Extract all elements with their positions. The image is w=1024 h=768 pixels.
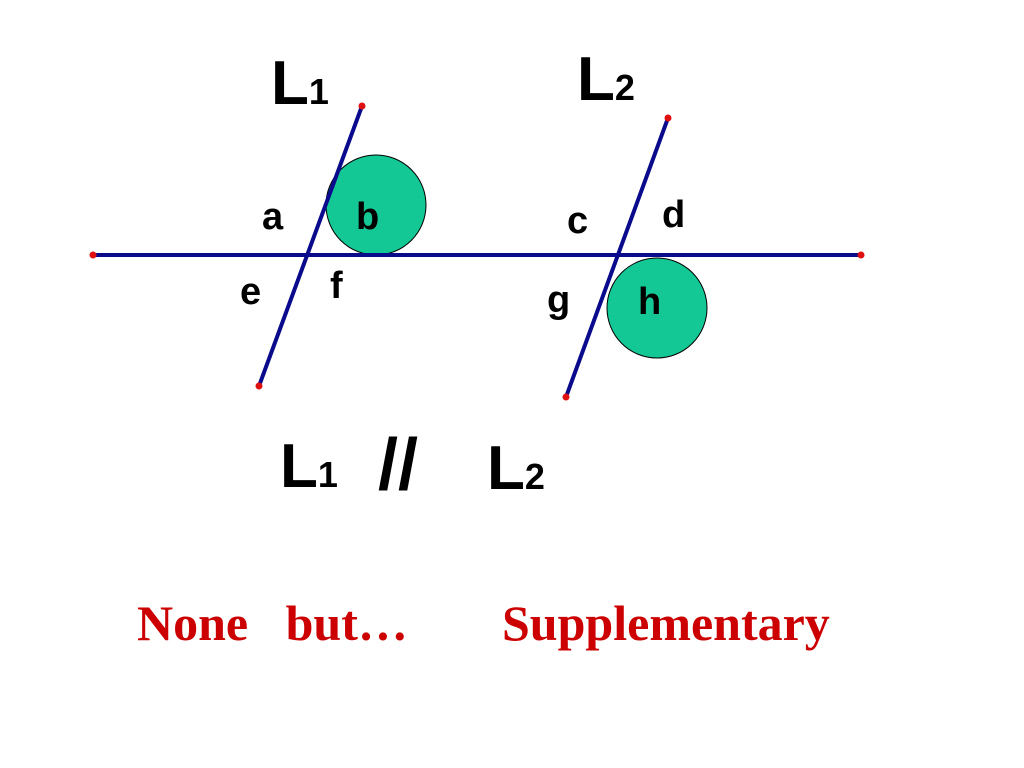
- statement-left-main: L: [280, 432, 318, 501]
- caption-right: Supplementary: [502, 595, 830, 651]
- label-l2-main: L: [577, 45, 615, 114]
- angle-label-g: g: [547, 279, 570, 321]
- endpoint-l1-top: [358, 102, 366, 110]
- caption-left: None but…: [137, 595, 408, 651]
- label-l1: L1: [271, 49, 329, 118]
- angle-h-highlight: [606, 257, 708, 359]
- endpoint-transversal-right: [857, 251, 865, 259]
- statement-right-main: L: [487, 434, 525, 503]
- angle-label-e: e: [240, 271, 261, 313]
- label-l1-main: L: [271, 49, 309, 118]
- parallel-symbol: //: [378, 425, 418, 505]
- angle-label-c: c: [567, 200, 588, 242]
- label-l2-sub: 2: [615, 67, 635, 108]
- line-l2: [564, 117, 670, 398]
- angle-label-f: f: [330, 265, 343, 307]
- angle-label-h: h: [638, 281, 661, 323]
- endpoint-l2-bottom: [562, 393, 570, 401]
- endpoint-l2-top: [664, 114, 672, 122]
- label-l1-sub: 1: [309, 71, 329, 112]
- endpoint-transversal-left: [89, 251, 97, 259]
- endpoint-l1-bottom: [255, 382, 263, 390]
- line-l1: [257, 105, 364, 387]
- angle-label-a: a: [262, 196, 284, 238]
- statement-left-sub: 1: [318, 454, 338, 495]
- statement-left: L1: [280, 432, 338, 501]
- statement-right-sub: 2: [525, 456, 545, 497]
- statement-right: L2: [487, 434, 545, 503]
- angle-label-b: b: [356, 196, 379, 238]
- label-l2: L2: [577, 45, 635, 114]
- angle-label-d: d: [662, 194, 685, 236]
